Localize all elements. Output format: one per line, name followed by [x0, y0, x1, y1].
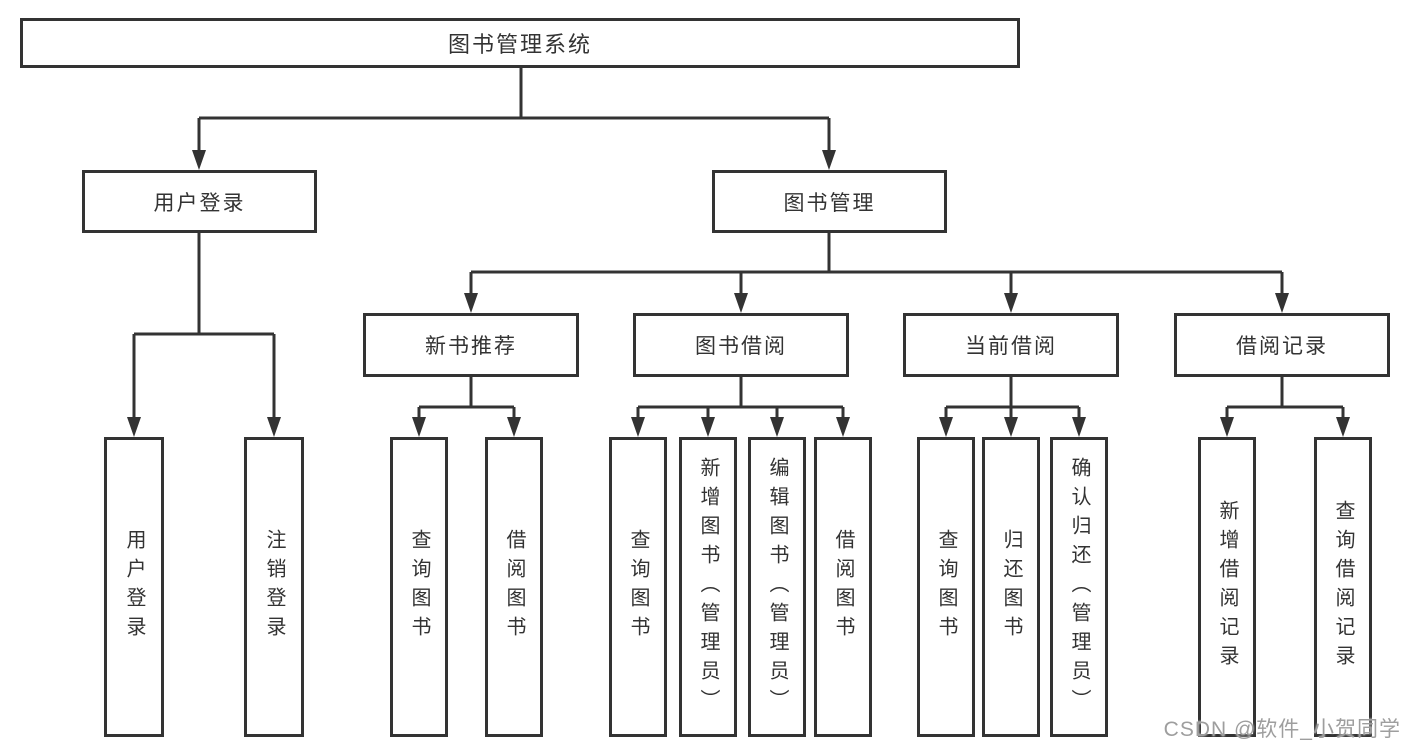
- arrowhead: [1275, 293, 1289, 313]
- arrowhead: [822, 150, 836, 170]
- node-user-login-branch: 用户登录: [82, 170, 317, 233]
- leaf-bookborrow-borrow: 借阅图书: [814, 437, 872, 737]
- arrowhead: [939, 417, 953, 437]
- arrowhead: [836, 417, 850, 437]
- leaf-newbooks-borrow-label: 借阅图书: [503, 529, 525, 645]
- leaf-bookborrow-edit: 编辑图书（管理员）: [748, 437, 806, 737]
- leaf-bookborrow-add: 新增图书（管理员）: [679, 437, 737, 737]
- leaf-records-query: 查询借阅记录: [1314, 437, 1372, 737]
- node-new-book-recommend-label: 新书推荐: [425, 335, 517, 358]
- leaf-newbooks-query: 查询图书: [390, 437, 448, 737]
- arrowhead: [1336, 417, 1350, 437]
- node-book-management-label: 图书管理: [783, 191, 876, 215]
- arrowhead: [1072, 417, 1086, 437]
- arrowhead: [701, 417, 715, 437]
- leaf-currentborrow-return: 归还图书: [982, 437, 1040, 737]
- leaf-records-add-label: 新增借阅记录: [1216, 500, 1238, 674]
- node-borrow-records-label: 借阅记录: [1236, 335, 1328, 358]
- arrowhead: [770, 417, 784, 437]
- leaf-bookborrow-edit-label: 编辑图书（管理员）: [766, 456, 788, 718]
- leaf-currentborrow-confirm: 确认归还（管理员）: [1050, 437, 1108, 737]
- leaf-currentborrow-query: 查询图书: [917, 437, 975, 737]
- arrowhead: [734, 293, 748, 313]
- leaf-logout: 注销登录: [244, 437, 304, 737]
- leaf-newbooks-query-label: 查询图书: [408, 529, 430, 645]
- node-book-borrow: 图书借阅: [633, 313, 849, 377]
- node-book-management: 图书管理: [712, 170, 947, 233]
- leaf-logout-label: 注销登录: [263, 529, 285, 645]
- arrowhead: [412, 417, 426, 437]
- arrowhead: [1004, 417, 1018, 437]
- leaf-records-add: 新增借阅记录: [1198, 437, 1256, 737]
- leaf-bookborrow-query-label: 查询图书: [627, 529, 649, 645]
- leaf-user-login: 用户登录: [104, 437, 164, 737]
- node-root-label: 图书管理系统: [447, 32, 592, 57]
- node-new-book-recommend: 新书推荐: [363, 313, 579, 377]
- arrowhead: [1004, 293, 1018, 313]
- leaf-bookborrow-borrow-label: 借阅图书: [832, 529, 854, 645]
- arrowhead: [267, 417, 281, 437]
- node-root: 图书管理系统: [20, 18, 1020, 68]
- leaf-currentborrow-return-label: 归还图书: [1000, 529, 1022, 645]
- node-book-borrow-label: 图书借阅: [695, 335, 787, 358]
- arrowhead: [507, 417, 521, 437]
- node-current-borrow-label: 当前借阅: [965, 335, 1057, 358]
- leaf-bookborrow-add-label: 新增图书（管理员）: [697, 456, 719, 718]
- leaf-newbooks-borrow: 借阅图书: [485, 437, 543, 737]
- node-user-login-branch-label: 用户登录: [153, 191, 246, 215]
- arrowhead: [1220, 417, 1234, 437]
- leaf-user-login-label: 用户登录: [123, 529, 145, 645]
- node-borrow-records: 借阅记录: [1174, 313, 1390, 377]
- node-current-borrow: 当前借阅: [903, 313, 1119, 377]
- leaf-records-query-label: 查询借阅记录: [1332, 500, 1354, 674]
- arrowhead: [127, 417, 141, 437]
- arrowhead: [631, 417, 645, 437]
- arrowhead: [192, 150, 206, 170]
- arrowhead: [464, 293, 478, 313]
- leaf-bookborrow-query: 查询图书: [609, 437, 667, 737]
- leaf-currentborrow-query-label: 查询图书: [935, 529, 957, 645]
- csdn-watermark: CSDN @软件_小贺同学: [1163, 718, 1401, 741]
- leaf-currentborrow-confirm-label: 确认归还（管理员）: [1068, 456, 1090, 718]
